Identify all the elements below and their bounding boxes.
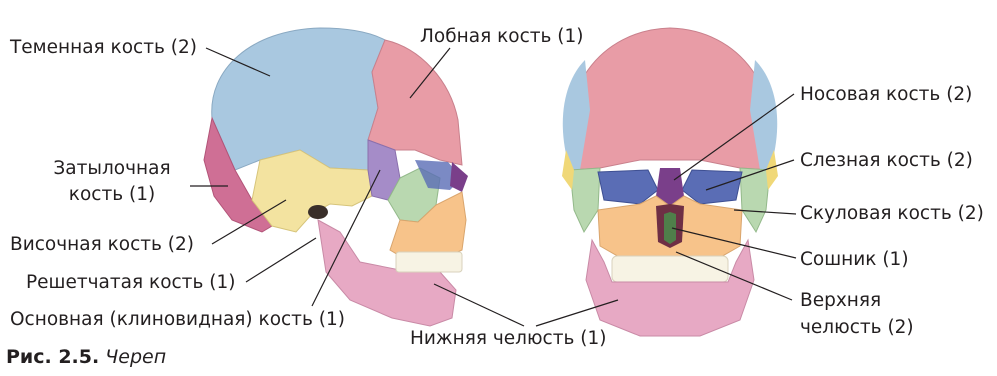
label-zygomatic: Скуловая кость (2) bbox=[800, 203, 984, 225]
label-nasal: Носовая кость (2) bbox=[800, 84, 972, 106]
frontal-view-orbit-right bbox=[682, 170, 742, 204]
lateral-skull bbox=[204, 28, 468, 326]
caption-title: Череп bbox=[105, 346, 166, 368]
frontal-view-zygomatic-right bbox=[740, 168, 770, 232]
label-sphenoid: Основная (клиновидная) кость (1) bbox=[10, 309, 345, 331]
label-lacrimal: Слезная кость (2) bbox=[800, 150, 973, 172]
caption-number: Рис. 2.5. bbox=[6, 346, 99, 368]
label-ethmoid: Решетчатая кость (1) bbox=[26, 272, 235, 294]
lateral-ear-canal bbox=[308, 205, 328, 219]
label-temporal: Височная кость (2) bbox=[10, 234, 194, 256]
label-occipital-line2: кость (1) bbox=[52, 184, 172, 206]
lateral-parietal-bone bbox=[212, 28, 385, 170]
label-occipital-line1: Затылочная bbox=[52, 158, 172, 180]
frontal-skull bbox=[562, 28, 778, 336]
leader-ethmoid bbox=[246, 238, 316, 282]
frontal-view-frontal-bone bbox=[567, 28, 773, 170]
label-vomer: Сошник (1) bbox=[800, 249, 909, 271]
figure-caption: Рис. 2.5. Череп bbox=[6, 346, 166, 368]
label-maxilla-line1: Верхняя bbox=[800, 290, 881, 312]
label-parietal: Теменная кость (2) bbox=[10, 37, 197, 59]
frontal-view-zygomatic-left bbox=[570, 168, 600, 232]
lateral-teeth bbox=[396, 252, 462, 272]
frontal-view-orbit-left bbox=[598, 170, 658, 204]
label-maxilla-line2: челюсть (2) bbox=[800, 317, 914, 339]
frontal-view-teeth bbox=[612, 256, 728, 282]
label-mandible: Нижняя челюсть (1) bbox=[410, 328, 606, 350]
lateral-nasal-bone bbox=[450, 162, 468, 192]
label-frontal: Лобная кость (1) bbox=[420, 26, 584, 48]
